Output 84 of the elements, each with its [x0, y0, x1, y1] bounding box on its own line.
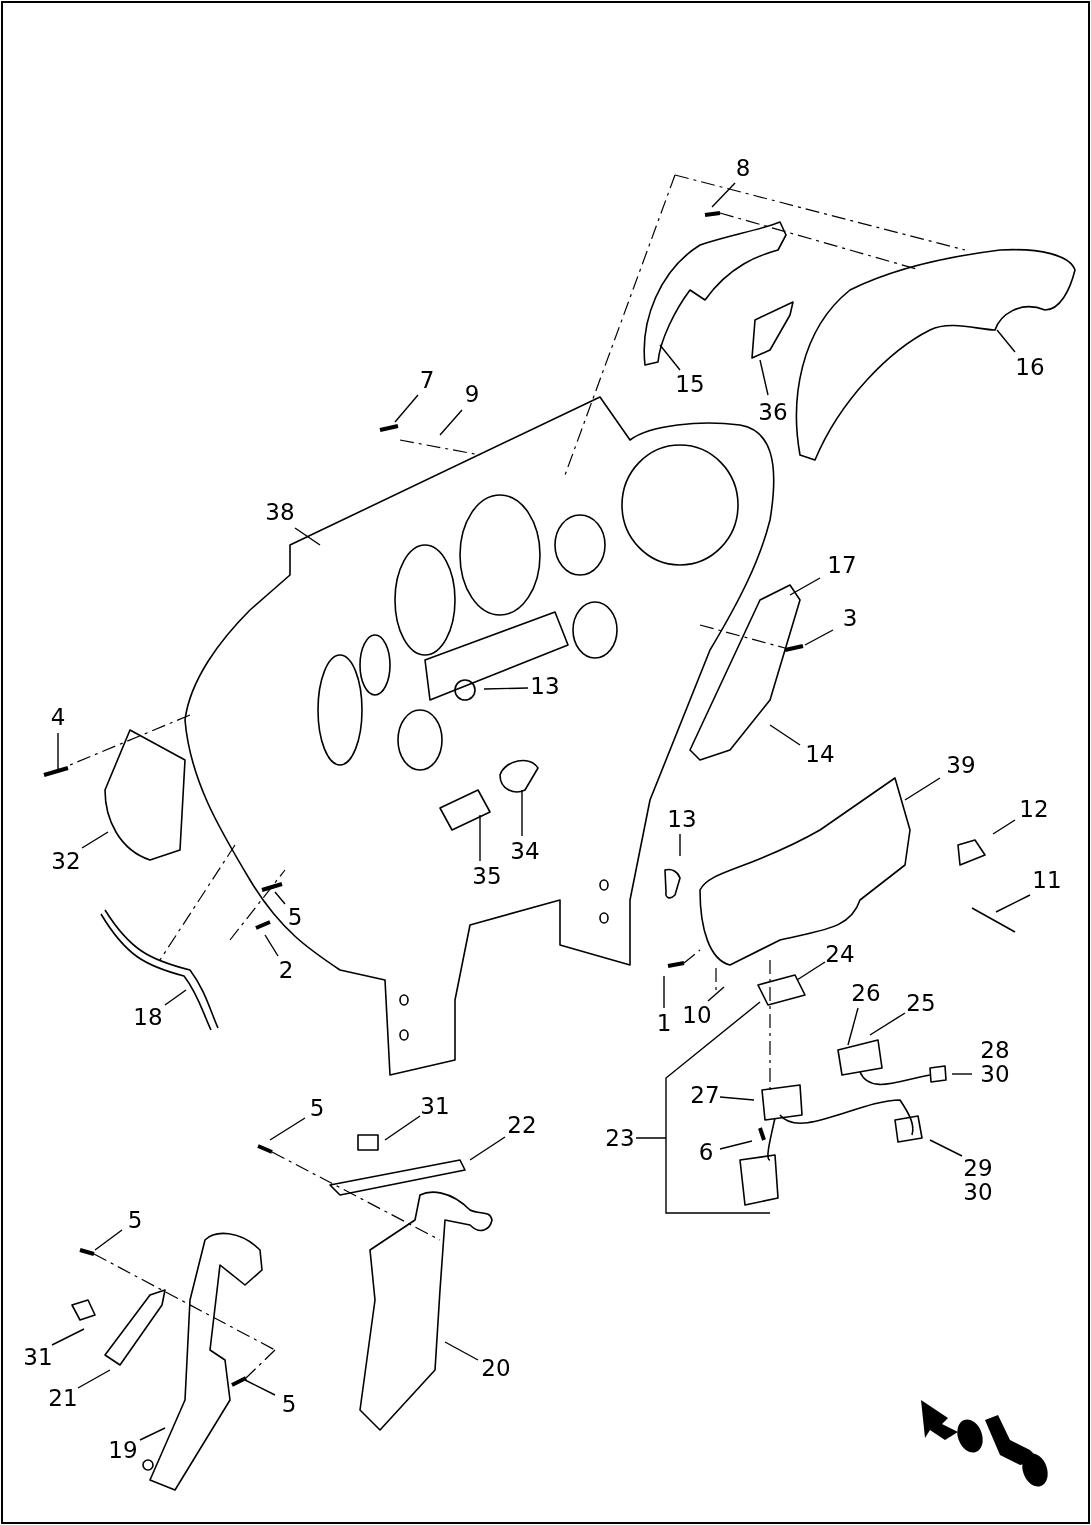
callout-number: 16 [1015, 355, 1045, 379]
callout-number: 30 [980, 1062, 1010, 1086]
callout-number: 8 [735, 156, 751, 180]
leader-line [789, 577, 821, 596]
callout-number: 1 [656, 1011, 672, 1035]
leader-line [469, 1136, 506, 1161]
callout-number: 36 [758, 400, 788, 424]
leader-line [847, 1007, 859, 1046]
leader-line [769, 724, 801, 746]
leader-line [244, 1379, 276, 1396]
leader-line [394, 394, 419, 423]
callout-number: 10 [682, 1003, 712, 1027]
leader-line [479, 814, 481, 862]
leader-line [81, 831, 109, 849]
callout-number: 12 [1019, 797, 1049, 821]
callout-number: 13 [530, 674, 560, 698]
callout-number: 32 [51, 849, 81, 873]
callout-number: 17 [827, 553, 857, 577]
leader-line [659, 344, 681, 371]
callout-number: 14 [805, 742, 835, 766]
callout-number: 24 [825, 942, 855, 966]
callout-number: 18 [133, 1005, 163, 1029]
callout-number: 35 [472, 864, 502, 888]
callout-number: 34 [510, 839, 540, 863]
callout-number: 5 [309, 1096, 325, 1120]
callout-number: 4 [50, 705, 66, 729]
leader-line [77, 1369, 111, 1389]
leader-line [929, 1139, 963, 1157]
callout-number: 29 [963, 1156, 993, 1180]
leader-line [992, 819, 1016, 835]
leader-line [384, 1115, 421, 1141]
leader-line [951, 1073, 973, 1075]
callout-number: 28 [980, 1038, 1010, 1062]
callout-number: 5 [281, 1392, 297, 1416]
leader-line [759, 359, 769, 396]
callout-number: 22 [507, 1113, 537, 1137]
leader-line [719, 1096, 755, 1101]
leader-line [57, 732, 59, 771]
leader-line [904, 777, 941, 801]
callout-number: 3 [842, 606, 858, 630]
leader-line [869, 1012, 906, 1036]
callout-number: 31 [420, 1094, 450, 1118]
leader-line [51, 1328, 85, 1346]
leader-line [139, 1427, 166, 1441]
callout-number: 7 [419, 368, 435, 392]
callout-number: 9 [464, 382, 480, 406]
callout-number: 19 [108, 1438, 138, 1462]
callout-number: 26 [851, 981, 881, 1005]
callout-number: 6 [698, 1140, 714, 1164]
callout-number: 27 [690, 1083, 720, 1107]
leader-line [996, 329, 1016, 353]
callout-number: 15 [675, 372, 705, 396]
callout-number: 38 [265, 500, 295, 524]
callout-number: 30 [963, 1180, 993, 1204]
leader-line [439, 409, 463, 436]
callout-number: 5 [127, 1208, 143, 1232]
leader-line [294, 527, 321, 546]
leader-line [269, 1117, 306, 1141]
leader-line [679, 833, 681, 857]
callout-number: 25 [906, 991, 936, 1015]
leader-line [711, 182, 736, 208]
callout-number: 11 [1032, 868, 1062, 892]
leader-line [796, 961, 826, 981]
leader-line [274, 891, 286, 905]
callout-number: 13 [667, 807, 697, 831]
leader-line [707, 986, 725, 1002]
callout-number: 20 [481, 1356, 511, 1380]
callout-number: 21 [48, 1386, 78, 1410]
leader-line [635, 1001, 771, 1214]
callout-number: 31 [23, 1345, 53, 1369]
leader-line [663, 975, 665, 1009]
leader-line [719, 1140, 753, 1150]
callout-number: 23 [605, 1126, 635, 1150]
leader-line [264, 934, 279, 957]
leader-line [804, 629, 834, 646]
callout-number: 39 [946, 753, 976, 777]
leader-line [94, 1229, 123, 1251]
leader-line [164, 989, 187, 1006]
leader-line [444, 1341, 479, 1361]
leader-line [521, 789, 523, 837]
leader-line [483, 687, 529, 690]
callout-number: 5 [287, 905, 303, 929]
callout-number: 2 [278, 958, 294, 982]
leader-line [995, 894, 1031, 913]
